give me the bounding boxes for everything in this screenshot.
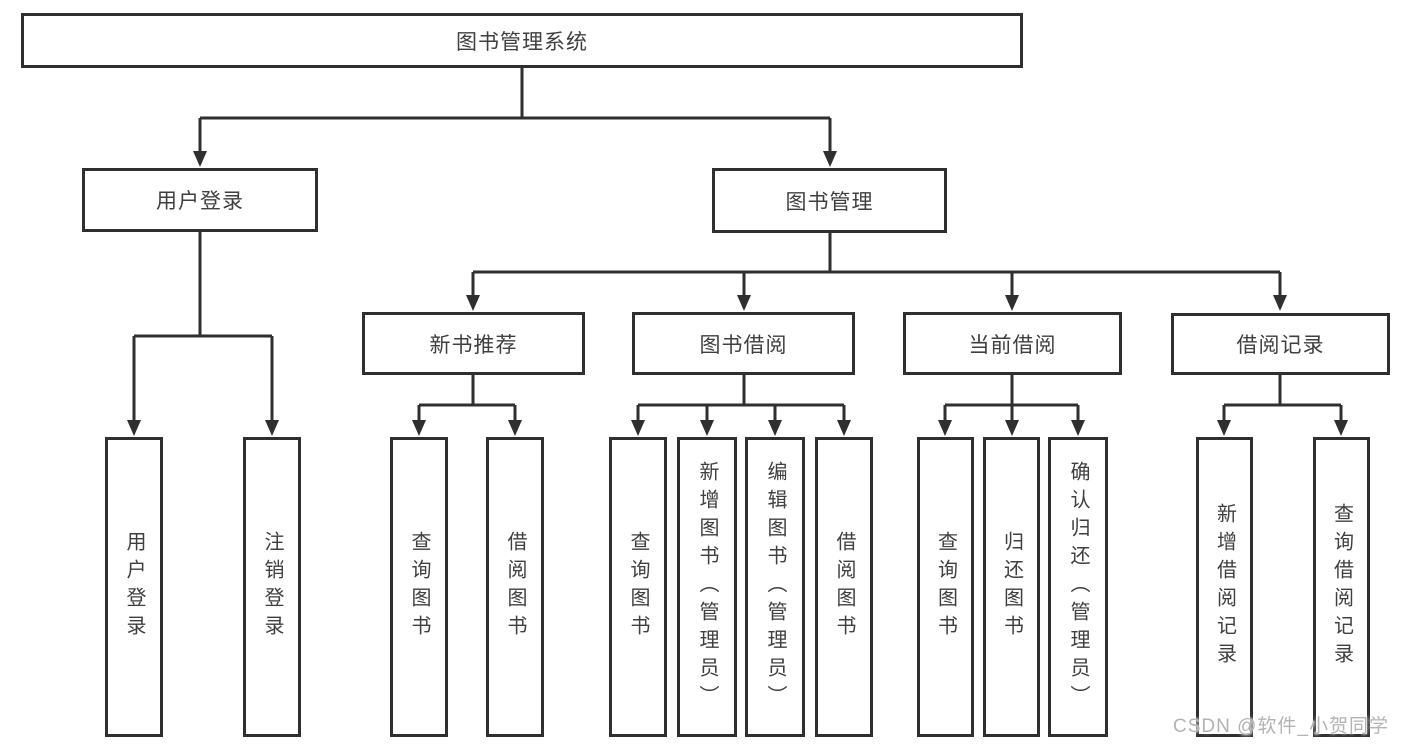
leaf-label: 确认归还（管理员） [1067, 461, 1089, 713]
node-user-login: 用户登录 [82, 168, 318, 232]
node-label: 图书管理系统 [456, 30, 588, 54]
leaf-cb-confirm-return-admin: 确认归还（管理员） [1048, 437, 1108, 737]
csdn-watermark: CSDN @软件_小贺同学 [1173, 716, 1389, 737]
leaf-bb-add-books-admin: 新增图书（管理员） [677, 437, 737, 737]
leaf-label: 归还图书 [1000, 531, 1023, 643]
node-book-borrow: 图书借阅 [632, 312, 855, 375]
leaf-label: 编辑图书（管理员） [764, 461, 786, 713]
leaf-label: 新增借阅记录 [1213, 503, 1236, 671]
node-label: 当前借阅 [968, 333, 1057, 357]
leaf-br-query-record: 查询借阅记录 [1313, 437, 1370, 737]
leaf-logout: 注销登录 [243, 437, 301, 737]
leaf-br-add-record: 新增借阅记录 [1196, 437, 1253, 737]
leaf-user-login: 用户登录 [105, 437, 163, 737]
connector-stems [132, 68, 1343, 421]
leaf-cb-return-books: 归还图书 [983, 437, 1040, 737]
node-book-management: 图书管理 [712, 168, 947, 233]
leaf-label: 查询借阅记录 [1330, 503, 1353, 671]
leaf-label: 借阅图书 [833, 531, 855, 643]
leaf-label: 查询图书 [408, 531, 430, 643]
leaf-label: 查询图书 [627, 531, 649, 643]
leaf-label: 新增图书（管理员） [696, 461, 718, 713]
leaf-bb-edit-books-admin: 编辑图书（管理员） [745, 437, 805, 737]
leaf-nb-query-books: 查询图书 [390, 437, 448, 737]
leaf-label: 借阅图书 [504, 531, 526, 643]
node-label: 新书推荐 [429, 333, 518, 357]
leaf-bb-borrow-books: 借阅图书 [815, 437, 873, 737]
node-current-borrow: 当前借阅 [903, 312, 1122, 375]
node-label: 图书借阅 [699, 333, 788, 357]
node-new-book-recommend: 新书推荐 [362, 312, 585, 375]
node-library-management-system: 图书管理系统 [21, 13, 1023, 68]
node-label: 借阅记录 [1236, 334, 1325, 357]
leaf-bb-query-books: 查询图书 [609, 437, 667, 737]
node-borrow-records: 借阅记录 [1171, 313, 1390, 375]
node-label: 用户登录 [156, 190, 244, 213]
leaf-label: 查询图书 [934, 531, 957, 643]
leaf-label: 用户登录 [123, 531, 145, 643]
leaf-nb-borrow-books: 借阅图书 [486, 437, 544, 737]
leaf-label: 注销登录 [261, 531, 283, 643]
node-label: 图书管理 [785, 190, 874, 214]
arrowheads [127, 151, 1348, 436]
leaf-cb-query-books: 查询图书 [917, 437, 974, 737]
